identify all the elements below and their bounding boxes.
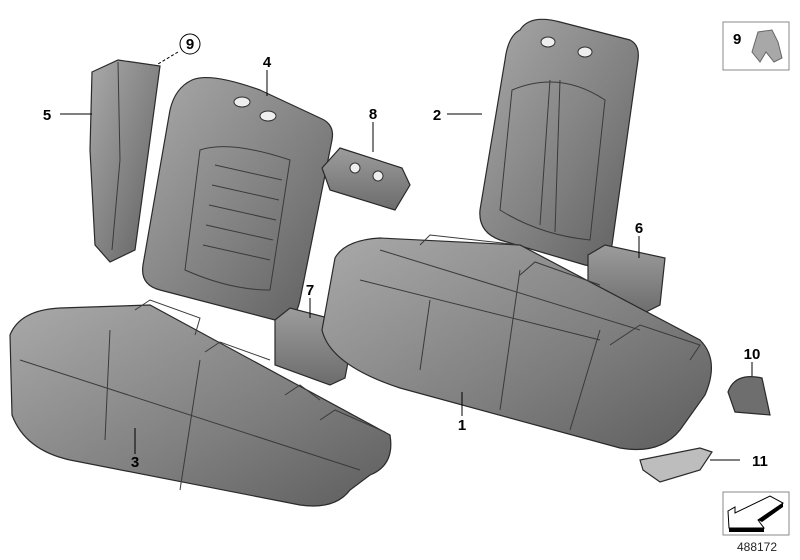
orientation-arrow-box xyxy=(722,491,790,536)
callout-6[interactable]: 6 xyxy=(635,220,643,237)
part-cover-plate[interactable] xyxy=(321,147,411,211)
part-backrest-cover-right[interactable] xyxy=(479,18,639,267)
callout-5[interactable]: 5 xyxy=(43,107,51,124)
part-seat-cushion-cover-right[interactable] xyxy=(321,234,712,451)
callout-3[interactable]: 3 xyxy=(131,454,139,471)
callout-8[interactable]: 8 xyxy=(369,106,377,123)
part-seat-cushion-cover-left[interactable] xyxy=(9,299,392,507)
inset-label: 9 xyxy=(733,31,741,48)
part-backrest-cover-left[interactable] xyxy=(142,76,334,322)
callout-10[interactable]: 10 xyxy=(744,346,761,363)
leader-lines xyxy=(60,51,753,461)
part-cover-cap[interactable] xyxy=(727,376,771,416)
callout-4[interactable]: 4 xyxy=(263,54,272,71)
inset-part-9[interactable]: 9 xyxy=(722,21,790,71)
clip-icon xyxy=(751,29,783,63)
part-trim-strip[interactable] xyxy=(639,447,713,483)
callout-9[interactable]: 9 xyxy=(186,36,194,53)
callout-2[interactable]: 2 xyxy=(433,107,441,124)
callout-7[interactable]: 7 xyxy=(306,282,314,299)
callout-11[interactable]: 11 xyxy=(752,453,768,470)
part-side-bolster[interactable] xyxy=(89,59,161,263)
callout-1[interactable]: 1 xyxy=(458,417,466,434)
diagram-number: 488172 xyxy=(737,540,777,554)
callout-circle xyxy=(179,33,201,55)
